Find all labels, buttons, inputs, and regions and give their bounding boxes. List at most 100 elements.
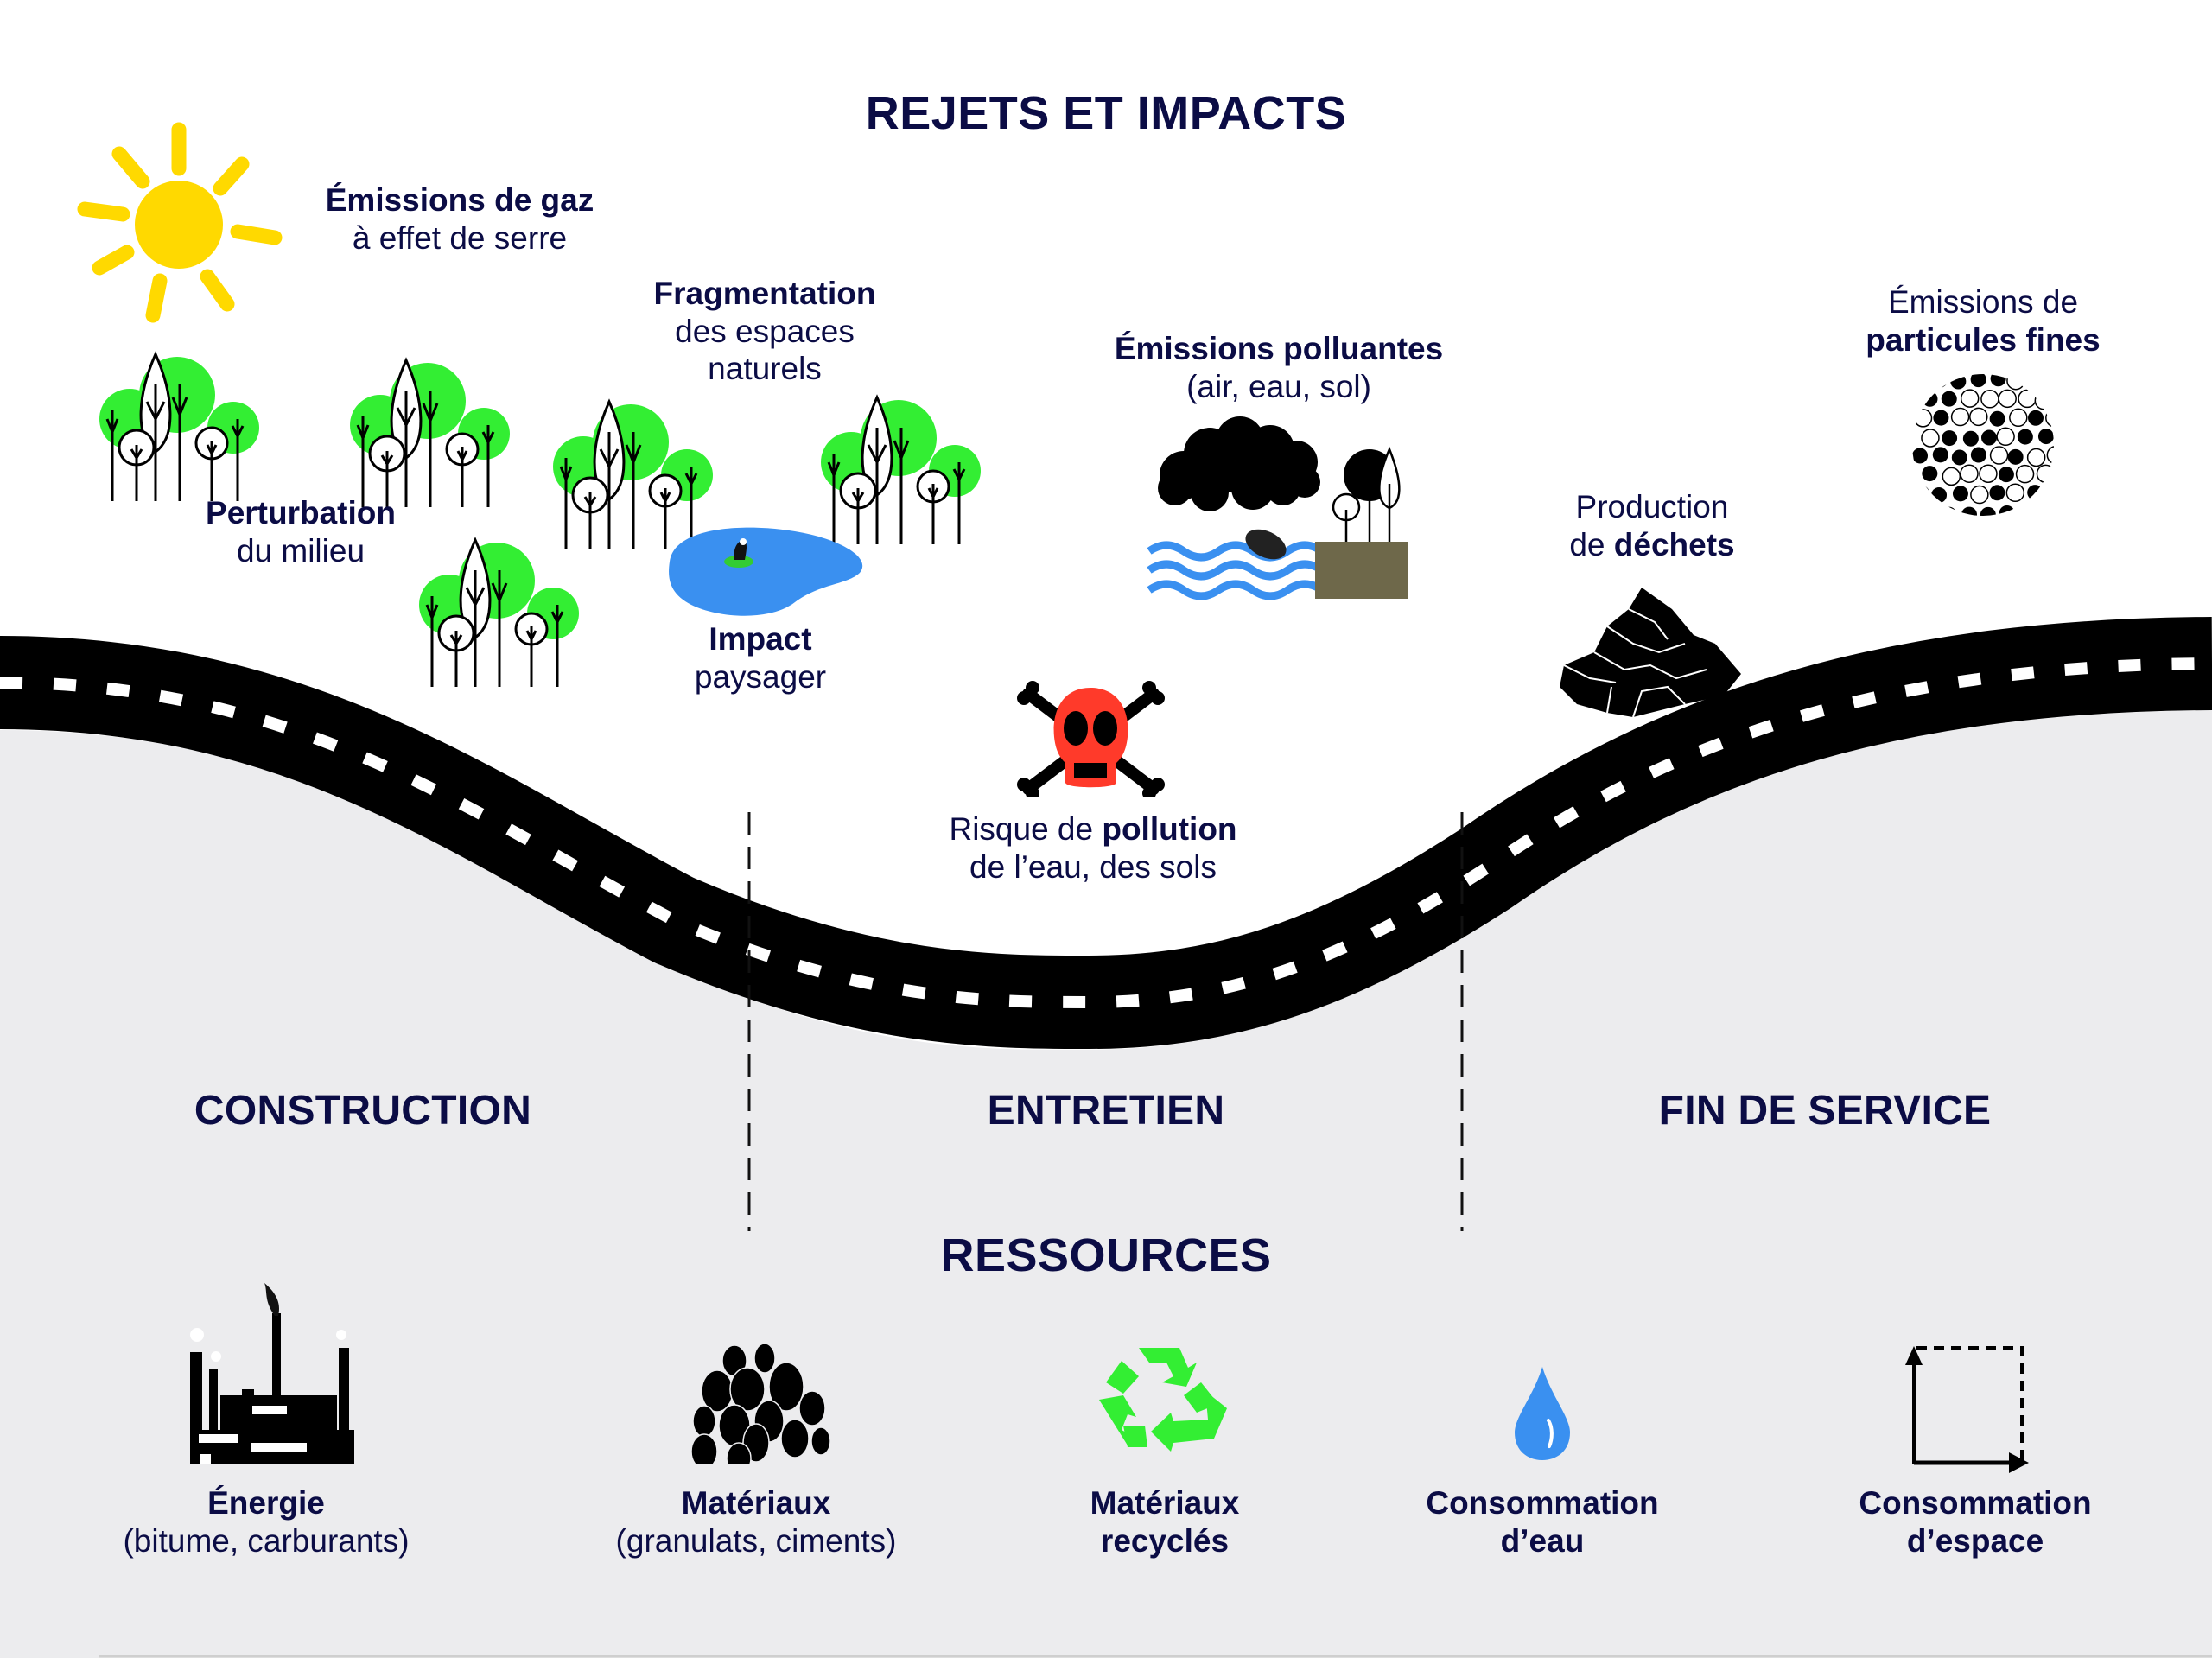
resource-label-eau: Consommation d’eau	[1426, 1484, 1658, 1560]
aggregate-stone	[798, 1390, 826, 1426]
impact-label-risque-regular: Risque de	[949, 811, 1103, 847]
particle	[1998, 467, 2014, 483]
road	[0, 617, 2212, 1050]
particle	[1979, 464, 1998, 484]
impact-label-dechets-regular: de	[1569, 526, 1614, 562]
factory-icon	[190, 1283, 354, 1464]
particle	[2019, 506, 2036, 516]
impact-label-fragmentation: Fragmentation des espaces naturels	[654, 275, 876, 388]
particle	[1960, 464, 1979, 483]
particle	[1942, 430, 1958, 447]
particle	[1941, 506, 1957, 516]
impact-label-ges: Émissions de gaz à effet de serre	[326, 181, 594, 257]
impact-label-risque: Risque de pollution de l’eau, des sols	[949, 810, 1236, 886]
particle	[2037, 429, 2054, 445]
particle	[1970, 485, 1989, 505]
sun-icon	[77, 122, 283, 323]
particle	[2007, 448, 2024, 465]
particle	[1961, 506, 1977, 516]
particle	[1921, 429, 1940, 448]
particle	[2045, 409, 2054, 428]
impact-label-dechets-bold: déchets	[1613, 526, 1735, 562]
particle	[1980, 506, 1996, 516]
resource-label-materiaux-bold: Matériaux	[681, 1485, 831, 1521]
particle	[2026, 448, 2046, 467]
aggregate-stone	[726, 1442, 752, 1464]
aggregate-stone	[768, 1362, 804, 1412]
impact-label-risque-line2: de l’eau, des sols	[969, 848, 1217, 885]
particle	[1941, 391, 1957, 407]
particle	[2036, 464, 2054, 484]
impact-label-fragmentation-bold: Fragmentation	[653, 276, 876, 311]
recycle-icon	[1099, 1348, 1227, 1452]
particle	[1950, 407, 1970, 427]
resource-label-materiaux-regular: (granulats, ciments)	[615, 1522, 897, 1559]
section-title-impacts: REJETS ET IMPACTS	[865, 87, 1347, 139]
particle	[1989, 446, 2009, 465]
impact-label-polluantes-bold: Émissions polluantes	[1114, 331, 1444, 366]
particle	[1952, 486, 1968, 502]
particle	[2038, 505, 2054, 516]
particle	[2046, 445, 2054, 465]
particle	[2009, 408, 2028, 428]
phase-label-construction: CONSTRUCTION	[194, 1088, 532, 1134]
aggregate-stone	[780, 1419, 810, 1458]
particle	[1989, 410, 2005, 427]
particle	[1922, 391, 1938, 407]
resource-label-recycles-bold-2: recyclés	[1100, 1522, 1230, 1559]
particle	[2006, 374, 2025, 391]
particle	[1931, 374, 1948, 388]
water-drop-icon	[1515, 1367, 1570, 1460]
resource-label-recycles: Matériaux recyclés	[1090, 1484, 1240, 1560]
resource-label-recycles-bold: Matériaux	[1090, 1485, 1240, 1521]
particle	[2027, 485, 2044, 501]
impact-label-dechets-line1: Production	[1575, 489, 1729, 524]
particle	[1923, 504, 1942, 516]
phase-label-entretien: ENTRETIEN	[987, 1088, 1225, 1134]
aggregate-stone	[729, 1367, 766, 1412]
trees-icon	[98, 353, 259, 503]
particle	[1996, 427, 2015, 447]
impact-label-particules-regular: Émissions de	[1887, 284, 2079, 320]
impact-label-perturbation-bold: Perturbation	[206, 495, 396, 530]
particle	[1922, 466, 1938, 482]
particle	[2026, 374, 2045, 390]
impact-label-perturbation: Perturbation du milieu	[206, 494, 396, 569]
particle	[1980, 390, 1999, 409]
waste-pile-icon	[1560, 588, 1741, 718]
particle	[2005, 483, 2025, 503]
particle	[1933, 410, 1949, 426]
particle	[2017, 429, 2033, 445]
particle	[1912, 448, 1929, 464]
skull-crossbones-icon	[1017, 681, 1165, 797]
resource-label-eau-bold: Consommation	[1426, 1485, 1659, 1521]
impact-label-particules-bold: particules fines	[1866, 321, 2101, 358]
impact-label-ges-bold: Émissions de gaz	[325, 182, 594, 218]
resource-label-eau-bold-2: d’eau	[1500, 1522, 1585, 1559]
impact-label-risque-bold: pollution	[1102, 811, 1237, 847]
impact-label-fragmentation-line2: des espaces	[675, 313, 855, 349]
particle	[2015, 464, 2035, 484]
impact-label-dechets: Production de déchets	[1569, 488, 1734, 563]
particle	[1951, 449, 1967, 466]
particle	[1912, 485, 1930, 504]
pond-frog-icon	[669, 527, 863, 616]
particle	[2046, 486, 2054, 502]
particle	[1960, 389, 1980, 408]
particle	[1913, 409, 1933, 428]
impact-label-perturbation-regular: du milieu	[236, 532, 365, 569]
impact-label-paysager-regular: paysager	[694, 658, 827, 695]
impact-label-ges-regular: à effet de serre	[352, 219, 568, 256]
resource-label-espace: Consommation d’espace	[1859, 1484, 2091, 1560]
pollution-cloud-water-soil-icon	[1147, 416, 1408, 600]
resource-label-energie-bold: Énergie	[207, 1485, 325, 1521]
particle	[2034, 391, 2054, 410]
aggregates-icon	[690, 1343, 831, 1464]
particle	[1942, 467, 1961, 486]
resource-label-espace-bold: Consommation	[1859, 1485, 2092, 1521]
particle	[1970, 447, 1986, 463]
impact-label-paysager-bold: Impact	[709, 621, 812, 657]
resource-label-materiaux: Matériaux (granulats, ciments)	[616, 1484, 897, 1560]
particle	[2027, 410, 2044, 426]
aggregate-stone	[753, 1343, 776, 1374]
